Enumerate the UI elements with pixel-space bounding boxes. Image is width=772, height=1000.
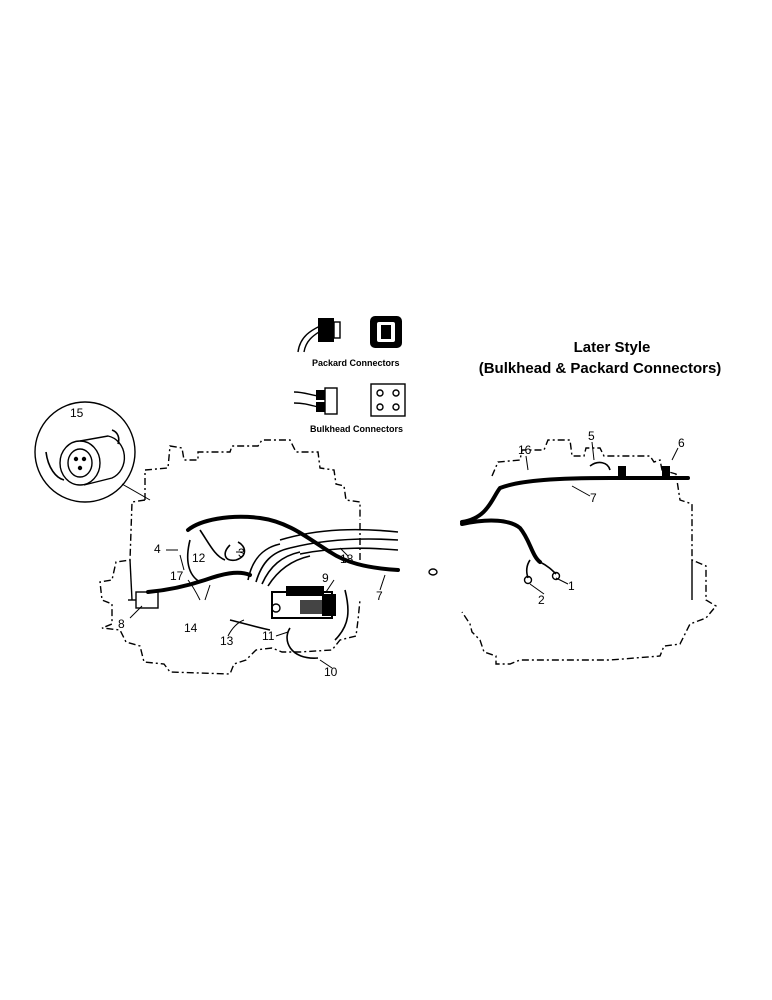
callout-9: 9: [322, 571, 329, 585]
stray-mark: [428, 568, 438, 576]
left-engine-outline: [99, 439, 361, 675]
inset-detail-circle: [34, 401, 151, 503]
callout-11: 11: [262, 629, 275, 643]
callout-7-left: 7: [376, 589, 383, 603]
callout-labels: 15 4 12 3 17 14 8 13 11 10 9 18 7 16 5 6…: [70, 406, 685, 679]
callout-14: 14: [184, 621, 198, 635]
callout-13: 13: [220, 634, 234, 648]
callout-1: 1: [568, 579, 575, 593]
bulkhead-connector-plug-icon: [293, 387, 338, 415]
packard-connectors-caption: Packard Connectors: [312, 358, 400, 368]
bulkhead-connector-face-icon: [370, 383, 406, 417]
callout-4: 4: [154, 542, 161, 556]
callout-8: 8: [118, 617, 125, 631]
callout-5: 5: [588, 429, 595, 443]
title-line-2: (Bulkhead & Packard Connectors): [479, 360, 722, 377]
callout-15: 15: [70, 406, 84, 420]
callout-6: 6: [678, 436, 685, 450]
callout-12: 12: [192, 551, 206, 565]
callout-18: 18: [340, 552, 354, 566]
left-wiring-harness: [146, 514, 400, 659]
callout-10: 10: [324, 665, 338, 679]
callout-7-right: 7: [590, 491, 597, 505]
right-engine-outline: [461, 439, 718, 665]
right-wiring-harness: [460, 461, 690, 585]
title-line-1: Later Style: [574, 339, 651, 356]
callout-2: 2: [538, 593, 545, 607]
callout-16: 16: [518, 443, 532, 457]
starter-motor: [271, 586, 336, 619]
packard-connector-plug-icon: [297, 318, 341, 353]
callout-3: 3: [238, 546, 245, 560]
callout-17: 17: [170, 569, 184, 583]
leader-lines: [129, 441, 679, 669]
bulkhead-connectors-caption: Bulkhead Connectors: [310, 424, 403, 434]
component-8-bracket: [128, 591, 159, 609]
packard-connector-face-icon: [370, 316, 402, 348]
